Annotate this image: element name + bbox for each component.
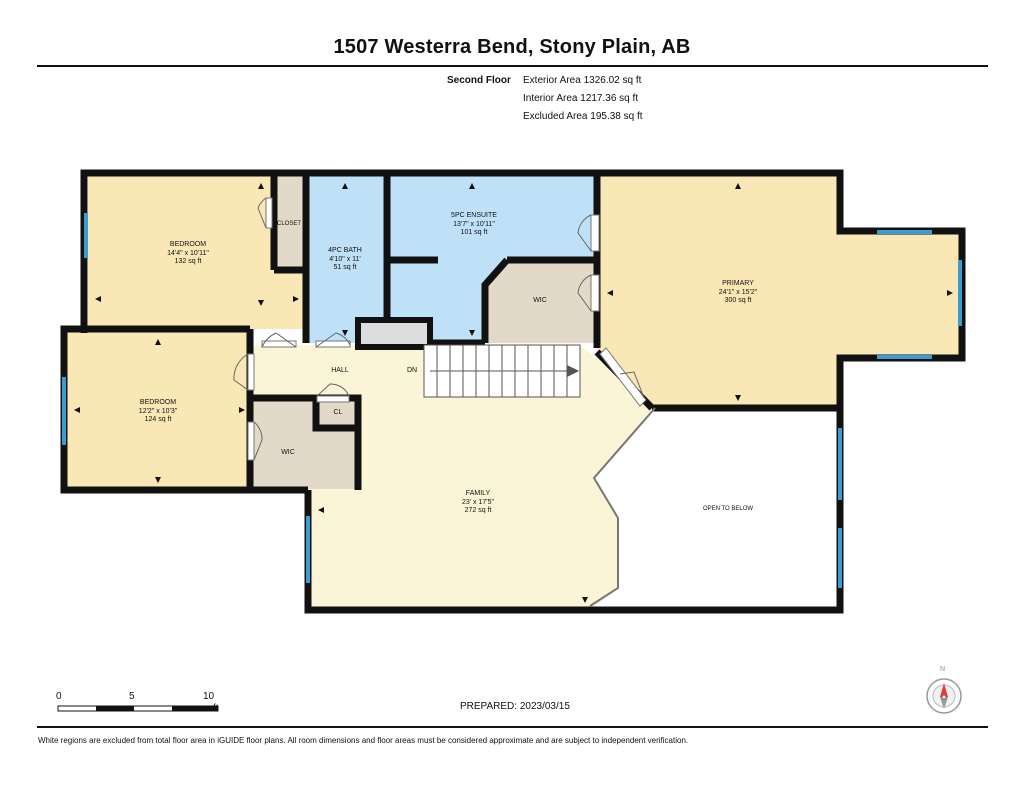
compass-icon — [926, 678, 962, 714]
bath-label: 4PC BATH 4'10" x 11' 51 sq ft — [328, 247, 362, 271]
ensuite-label: 5PC ENSUITE 13'7" x 10'11" 101 sq ft — [451, 212, 497, 236]
page-title: 1507 Westerra Bend, Stony Plain, AB — [333, 36, 691, 58]
scale-tick-0: 0 — [56, 691, 62, 702]
door-swings — [233, 197, 645, 461]
scale-unit: ft — [213, 703, 219, 714]
floor-label: Second Floor — [447, 75, 511, 86]
hall-family-fill — [250, 345, 655, 610]
primary-label: PRIMARY 24'1" x 15'2" 300 sq ft — [718, 280, 758, 304]
excluded-area: Excluded Area 195.38 sq ft — [523, 111, 643, 122]
cl-label: CL — [333, 409, 343, 416]
closet-fill — [274, 176, 306, 270]
primary-fill — [597, 176, 960, 408]
bedroom2-fill — [64, 331, 250, 489]
family-label: FAMILY 23' x 17'5" 272 sq ft — [461, 490, 495, 514]
bedroom2-label: BEDROOM 12'2" x 10'3" 124 sq ft — [138, 399, 178, 423]
interior-area: Interior Area 1217.36 sq ft — [523, 93, 639, 104]
exterior-area: Exterior Area 1326.02 sq ft — [523, 75, 642, 86]
footer-disclaimer: White regions are excluded from total fl… — [38, 736, 689, 745]
wic-primary-label: WIC — [533, 297, 547, 304]
prepared-date: PREPARED: 2023/03/15 — [460, 701, 570, 712]
room-fills — [64, 176, 960, 610]
bath-fill — [306, 176, 387, 343]
stair-wall-block — [355, 317, 433, 350]
dn-label: DN — [406, 367, 418, 374]
open-to-below-label: OPEN TO BELOW — [702, 506, 754, 512]
bottom-divider — [37, 726, 988, 728]
scale-bar — [57, 705, 219, 712]
compass-north-label: N — [940, 666, 946, 673]
scale-tick-5: 5 — [129, 691, 135, 702]
hall-label: HALL — [331, 367, 349, 374]
closet-label: CLOSET — [276, 221, 302, 227]
stairs — [423, 344, 581, 398]
wic-bed2-label: WIC — [281, 449, 295, 456]
doors — [247, 197, 647, 461]
windows — [62, 213, 962, 588]
bedroom1-label: BEDROOM 14'4" x 10'11" 132 sq ft — [167, 241, 209, 265]
dimension-arrows — [74, 183, 953, 603]
open-to-below-rail — [589, 407, 656, 607]
scale-tick-10: 10 — [203, 691, 215, 702]
wic-primary-fill — [485, 260, 597, 343]
top-divider — [37, 65, 988, 67]
